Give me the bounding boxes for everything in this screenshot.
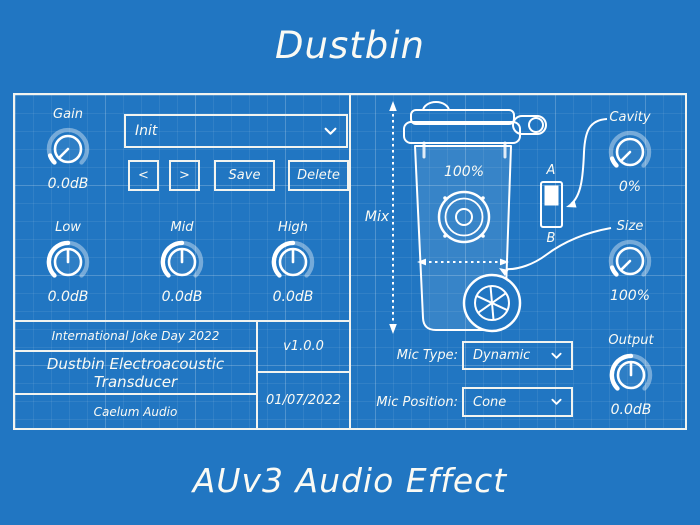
date-text: 01/07/2022 (266, 393, 341, 408)
chevron-down-icon (551, 352, 562, 359)
cavity-label: Cavity (609, 110, 651, 125)
plugin-type-label: AUv3 Audio Effect (192, 461, 508, 500)
mid-knob-group: Mid 0.0dB (147, 220, 217, 305)
preset-dropdown[interactable]: Init (124, 114, 348, 148)
size-knob[interactable] (604, 235, 656, 287)
title-block-product: Dustbin Electroacoustic Transducer (13, 350, 258, 395)
panel-divider (349, 93, 351, 430)
mix-dimension-arrow (389, 101, 397, 334)
speaker-icon (437, 190, 491, 244)
mic-position-dropdown[interactable]: Cone (462, 387, 573, 417)
gain-value: 0.0dB (47, 176, 89, 192)
gain-knob[interactable] (42, 123, 94, 175)
size-dimension-arrow (417, 258, 509, 266)
ab-switch[interactable] (540, 181, 563, 228)
chevron-down-icon (551, 398, 562, 405)
preset-next-label: > (179, 168, 190, 183)
size-knob-group: Size 100% (595, 219, 665, 304)
switch-b-label: B (546, 231, 556, 246)
gain-knob-group: Gain 0.0dB (33, 107, 103, 192)
high-label: High (278, 220, 308, 235)
mic-position-label: Mic Position: (376, 395, 458, 410)
preset-delete-label: Delete (297, 168, 340, 183)
preset-save-button[interactable]: Save (214, 160, 275, 191)
size-callout-arrow (499, 227, 612, 276)
output-knob-group: Output 0.0dB (596, 333, 666, 418)
mic-type-label: Mic Type: (396, 348, 458, 363)
output-knob[interactable] (605, 349, 657, 401)
company-text: Caelum Audio (93, 404, 178, 419)
switch-a-label: A (546, 163, 556, 178)
dustbin-illustration (389, 101, 612, 334)
mic-type-selected: Dynamic (473, 348, 531, 363)
preset-prev-button[interactable]: < (128, 160, 159, 191)
chevron-down-icon (324, 127, 337, 135)
version-text: v1.0.0 (283, 339, 324, 354)
mic-type-dropdown[interactable]: Dynamic (462, 341, 573, 370)
size-value: 100% (609, 288, 651, 304)
low-knob-group: Low 0.0dB (33, 220, 103, 305)
output-value: 0.0dB (610, 402, 652, 418)
preset-prev-label: < (138, 168, 149, 183)
mid-label: Mid (170, 220, 194, 235)
cavity-knob[interactable] (604, 126, 656, 178)
preset-selected: Init (135, 123, 158, 139)
preset-next-button[interactable]: > (169, 160, 200, 191)
mic-position-selected: Cone (473, 394, 507, 410)
cavity-value: 0% (618, 179, 642, 195)
page-title: Dustbin (275, 24, 425, 67)
event-text: International Joke Day 2022 (51, 329, 220, 343)
preset-save-label: Save (228, 168, 261, 183)
low-value: 0.0dB (47, 289, 89, 305)
mix-label: Mix (364, 209, 390, 225)
cavity-callout-arrow (566, 118, 608, 208)
low-label: Low (55, 220, 81, 235)
title-block-version: v1.0.0 (256, 320, 351, 373)
title-block-date: 01/07/2022 (256, 371, 351, 430)
mix-value: 100% (443, 164, 485, 180)
mid-knob[interactable] (156, 236, 208, 288)
low-knob[interactable] (42, 236, 94, 288)
wheel-icon (462, 273, 522, 333)
title-block-event: International Joke Day 2022 (13, 320, 258, 352)
cavity-knob-group: Cavity 0% (595, 110, 665, 195)
high-value: 0.0dB (272, 289, 314, 305)
mid-value: 0.0dB (161, 289, 203, 305)
high-knob[interactable] (267, 236, 319, 288)
output-label: Output (608, 333, 654, 348)
gain-label: Gain (53, 107, 83, 122)
title-block-company: Caelum Audio (13, 393, 258, 430)
product-text: Dustbin Electroacoustic Transducer (46, 354, 225, 391)
high-knob-group: High 0.0dB (258, 220, 328, 305)
size-label: Size (616, 219, 644, 234)
preset-delete-button[interactable]: Delete (288, 160, 349, 191)
